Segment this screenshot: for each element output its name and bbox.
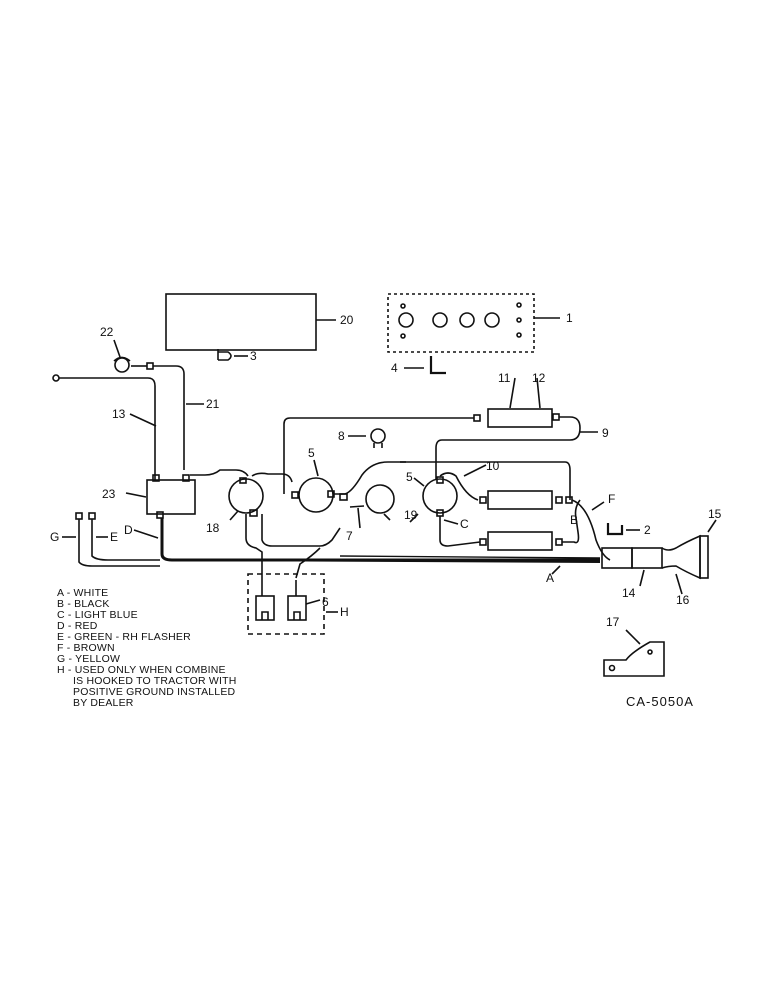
legend-line-5: E - GREEN - RH FLASHER bbox=[57, 631, 191, 643]
callout-14: 14 bbox=[622, 586, 636, 600]
drawing-code: CA-5050A bbox=[626, 694, 694, 709]
part-23-junction-block bbox=[146, 479, 196, 515]
part-10-tube bbox=[487, 490, 553, 510]
callout-23: 23 bbox=[102, 487, 116, 501]
legend-line-7: G - YELLOW bbox=[57, 653, 120, 665]
part-11-tube bbox=[487, 408, 553, 428]
callout-11: 11 bbox=[498, 371, 511, 385]
part-5-light-right bbox=[422, 478, 458, 514]
part-4-l-bracket bbox=[429, 356, 446, 375]
legend-line-6: F - BROWN bbox=[57, 642, 115, 654]
wire-letter-G: G bbox=[50, 530, 59, 544]
part-19-tube bbox=[487, 531, 553, 551]
wire-letter-H: H bbox=[340, 605, 349, 619]
callout-3: 3 bbox=[250, 349, 257, 363]
callout-1: 1 bbox=[566, 311, 573, 325]
part-2-bracket bbox=[606, 523, 624, 536]
part-22-lamp bbox=[114, 357, 130, 373]
callout-19: 19 bbox=[404, 508, 418, 522]
callout-21: 21 bbox=[206, 397, 220, 411]
callout-12: 12 bbox=[532, 371, 546, 385]
legend-line-11: BY DEALER bbox=[73, 697, 134, 709]
callout-22: 22 bbox=[100, 325, 114, 339]
part-17-plate bbox=[603, 641, 665, 677]
legend-line-4: D - RED bbox=[57, 620, 98, 632]
wire-letter-E: E bbox=[110, 530, 118, 544]
wire-letter-F: F bbox=[608, 492, 615, 506]
part-18-light bbox=[228, 478, 264, 514]
part-1-instrument-panel bbox=[387, 293, 535, 353]
part-15-plug bbox=[699, 535, 709, 579]
wire-letter-B: B bbox=[570, 513, 578, 527]
wire-letter-A: A bbox=[546, 571, 554, 585]
callout-2: 2 bbox=[644, 523, 651, 537]
part-3-bracket bbox=[217, 349, 232, 361]
wire-letter-C: C bbox=[460, 517, 469, 531]
wire-letter-D: D bbox=[124, 523, 133, 537]
callout-18: 18 bbox=[206, 521, 220, 535]
part-20-panel bbox=[165, 293, 317, 351]
legend-line-9: IS HOOKED TO TRACTOR WITH bbox=[73, 675, 237, 687]
part-5-light-left bbox=[298, 477, 334, 513]
callout-17: 17 bbox=[606, 615, 620, 629]
part-8-bulb bbox=[370, 428, 386, 444]
callout-10: 10 bbox=[486, 459, 500, 473]
callout-6: 6 bbox=[322, 595, 329, 609]
part-7-light bbox=[365, 484, 395, 514]
callout-5-left: 5 bbox=[308, 446, 315, 460]
callout-7: 7 bbox=[346, 529, 353, 543]
callout-13: 13 bbox=[112, 407, 126, 421]
legend-line-10: POSITIVE GROUND INSTALLED bbox=[73, 686, 236, 698]
callout-20: 20 bbox=[340, 313, 354, 327]
callout-8: 8 bbox=[338, 429, 345, 443]
callout-4: 4 bbox=[391, 361, 398, 375]
legend-line-1: A - WHITE bbox=[57, 587, 108, 599]
callout-15: 15 bbox=[708, 507, 722, 521]
callout-9: 9 bbox=[602, 426, 609, 440]
legend-line-2: B - BLACK bbox=[57, 598, 110, 610]
legend-line-3: C - LIGHT BLUE bbox=[57, 609, 138, 621]
callout-16: 16 bbox=[676, 593, 690, 607]
callout-5-right: 5 bbox=[406, 470, 413, 484]
legend-line-8: H - USED ONLY WHEN COMBINE bbox=[57, 664, 226, 676]
part-6-dashed-group bbox=[247, 573, 325, 635]
